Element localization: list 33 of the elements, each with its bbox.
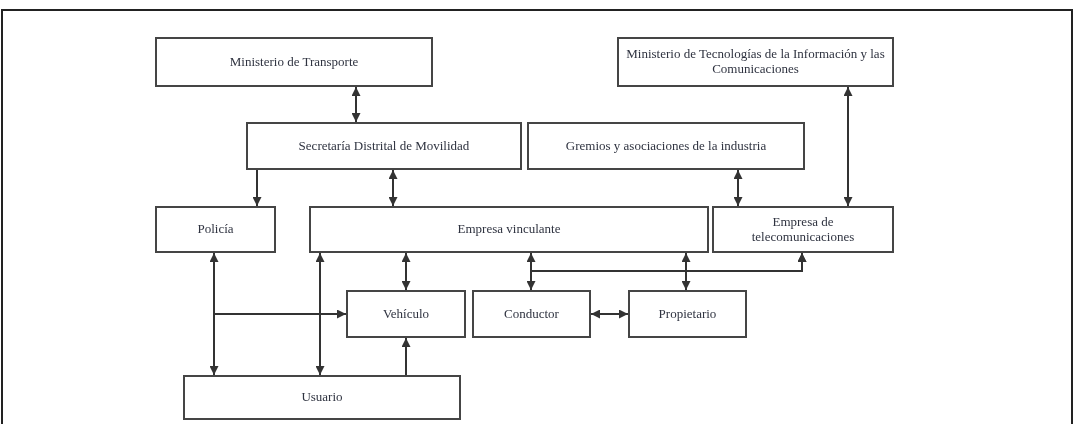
arrow bbox=[252, 169, 262, 207]
box-label: Ministerio de Transporte bbox=[229, 54, 359, 70]
box-label: Propietario bbox=[658, 306, 717, 322]
arrow bbox=[213, 252, 347, 319]
org-box bbox=[246, 122, 522, 170]
org-box bbox=[183, 375, 461, 420]
org-box bbox=[628, 290, 747, 338]
org-box bbox=[309, 206, 709, 253]
arrow bbox=[843, 86, 853, 207]
box-label: Secretaría Distrital de Movilidad bbox=[298, 138, 470, 154]
org-box bbox=[527, 122, 805, 170]
org-box bbox=[346, 290, 466, 338]
box-label: Usuario bbox=[301, 390, 343, 405]
box-label: Empresa de telecomunicaciones bbox=[750, 214, 856, 245]
org-box bbox=[155, 206, 276, 253]
arrow bbox=[685, 252, 807, 291]
box-label: Conductor bbox=[504, 306, 559, 322]
arrow bbox=[388, 169, 398, 207]
org-box bbox=[712, 206, 894, 253]
org-box bbox=[617, 37, 894, 87]
org-box bbox=[155, 37, 433, 87]
arrow bbox=[401, 337, 411, 376]
box-label: Gremios y asociaciones de la industria bbox=[565, 138, 767, 154]
arrow bbox=[733, 169, 743, 207]
box-label: Policía bbox=[197, 222, 234, 237]
box-label: Empresa vinculante bbox=[457, 222, 561, 237]
arrow bbox=[315, 252, 325, 376]
arrow bbox=[590, 309, 629, 319]
arrow bbox=[401, 252, 411, 291]
box-label: Vehículo bbox=[382, 306, 430, 322]
box-label: Ministerio de Tecnologías de la Información y las Comunicaciones bbox=[625, 47, 886, 77]
org-box bbox=[472, 290, 591, 338]
arrow bbox=[351, 86, 361, 123]
